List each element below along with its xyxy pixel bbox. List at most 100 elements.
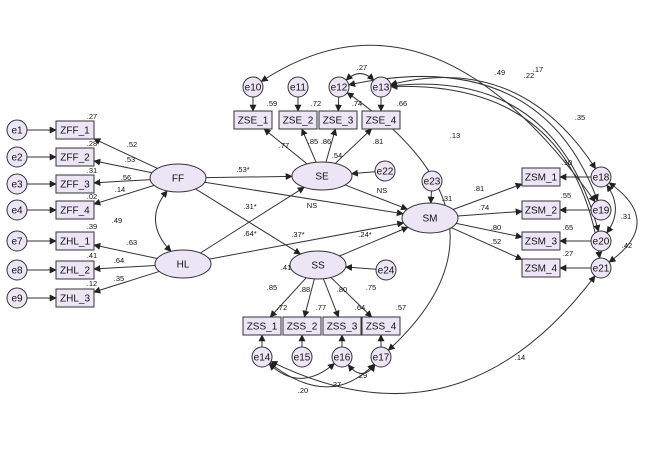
error-e3 xyxy=(6,173,28,195)
error-e14 xyxy=(251,346,273,368)
coef-path-hl-se: .64* xyxy=(243,229,256,238)
coefficient-labels-layer: .27.28.31.02.52.53.56.14.49.39.41.12.63.… xyxy=(87,63,632,395)
indicator-zff-1 xyxy=(55,120,95,140)
error-e4-label: e4 xyxy=(11,206,23,217)
error-e18 xyxy=(590,166,612,188)
error-e13-label: e13 xyxy=(373,83,390,94)
error-e16 xyxy=(331,346,353,368)
latent-ff-label: FF xyxy=(172,174,184,185)
error-e16-label: e16 xyxy=(334,353,351,364)
indicator-zff-2 xyxy=(55,147,95,167)
error-e20-label: e20 xyxy=(593,237,610,248)
error-e15 xyxy=(291,346,313,368)
coef-cov-e12-e19: .49 xyxy=(495,68,505,77)
latent-ss xyxy=(289,250,347,280)
coef-load-ff-zff2: .53 xyxy=(125,155,135,164)
coef-load-se-zse2: .85 xyxy=(308,137,318,146)
error-e13 xyxy=(370,76,392,98)
coef-cov-e14-e16: .20 xyxy=(298,386,308,395)
error-e3-label: e3 xyxy=(11,180,23,191)
coef-cov-e13-e21: .35 xyxy=(575,113,585,122)
coef-r2-zss2: .77 xyxy=(316,303,326,312)
coef-r2-zss4: .57 xyxy=(396,303,406,312)
structural-path-ff-ss xyxy=(195,188,302,255)
indicator-zhl-3-label: ZHL_3 xyxy=(60,294,90,305)
nodes-layer: FFHLSESSSMZFF_1ZFF_2ZFF_3ZFF_4ZHL_1ZHL_2… xyxy=(6,76,612,368)
error-e4 xyxy=(6,199,28,221)
loading-hl-zhl-3 xyxy=(93,270,160,294)
error-e17-label: e17 xyxy=(373,353,390,364)
error-e11-label: e11 xyxy=(290,83,306,94)
coef-r2-zsm1: .10 xyxy=(562,158,572,167)
indicator-zsm-4-label: ZSM_4 xyxy=(525,264,558,275)
coef-path-hl-sm: .37* xyxy=(291,230,304,239)
coef-load-sm-zsm4: .52 xyxy=(491,237,501,246)
coef-r2-zsm4: .27 xyxy=(563,249,573,258)
coef-load-sm-zsm1: .81 xyxy=(474,184,484,193)
indicator-zss-1 xyxy=(242,316,282,336)
error-e1-label: e1 xyxy=(11,126,23,137)
error-e7-label: e7 xyxy=(11,237,23,248)
coef-load-ss-zss4: .75 xyxy=(366,283,376,292)
error-e8-label: e8 xyxy=(11,266,23,277)
coef-r2-zse3: .74 xyxy=(352,99,362,108)
indicator-zff-1-label: ZFF_1 xyxy=(60,126,90,137)
error-e22-label: e22 xyxy=(377,167,394,178)
coef-load-sm-zsm2: .74 xyxy=(479,203,489,212)
coef-load-sm-zsm3: .80 xyxy=(491,223,501,232)
covariance-e14-e21 xyxy=(270,275,596,395)
indicator-zss-2-label: ZSS_2 xyxy=(287,322,318,333)
error-e23-label: e23 xyxy=(424,177,441,188)
error-e10-label: e10 xyxy=(245,83,262,94)
indicator-zse-2-label: ZSE_2 xyxy=(283,116,314,127)
error-e12-label: e12 xyxy=(331,83,348,94)
error-e2-label: e2 xyxy=(11,153,23,164)
indicator-zss-2 xyxy=(282,316,322,336)
coef-r2-zff1: .27 xyxy=(87,112,97,121)
indicator-zhl-1 xyxy=(55,231,95,251)
error-e9 xyxy=(6,287,28,309)
coef-cov-e16-e17: .29 xyxy=(357,371,367,380)
covariance-e12-e13 xyxy=(345,73,375,81)
error-e24 xyxy=(375,259,397,281)
indicator-zsm-4 xyxy=(521,258,561,278)
indicator-zss-3-label: ZSS_3 xyxy=(327,322,358,333)
coef-path-ss-sm: .24* xyxy=(358,230,371,239)
indicator-zss-3 xyxy=(322,316,362,336)
indicator-zhl-2 xyxy=(55,260,95,280)
covariance-e10-e19 xyxy=(260,44,596,203)
loading-sm-zsm-2 xyxy=(457,208,523,217)
coef-load-ff-zff4: .14 xyxy=(115,185,125,194)
coef-r2-zse2: .72 xyxy=(311,99,321,108)
coef-r2-se: .54 xyxy=(332,151,342,160)
coef-r2-zff3: .31 xyxy=(87,166,97,175)
coef-r2-zff2: .28 xyxy=(87,139,97,148)
error-path-e22-se xyxy=(350,169,376,177)
indicator-zse-4-label: ZSE_4 xyxy=(366,116,397,127)
error-e19 xyxy=(590,199,612,221)
error-e12 xyxy=(328,76,350,98)
indicator-zsm-3-label: ZSM_3 xyxy=(525,237,558,248)
error-e2 xyxy=(6,146,28,168)
coef-load-se-zse4: .81 xyxy=(373,137,383,146)
coef-cov-ff-hl: .49 xyxy=(112,216,122,225)
indicator-zff-3-label: ZFF_3 xyxy=(60,180,90,191)
error-e24-label: e24 xyxy=(378,266,395,277)
loading-ff-zff-3 xyxy=(93,179,151,187)
indicator-zss-4-label: ZSS_4 xyxy=(366,322,397,333)
indicator-zff-4 xyxy=(55,200,95,220)
latent-ss-label: SS xyxy=(311,261,325,272)
indicator-zse-3 xyxy=(318,110,358,130)
coef-r2-zse1: .59 xyxy=(267,99,277,108)
error-e9-label: e9 xyxy=(11,294,23,305)
coef-cov-e13-e20: .22 xyxy=(524,71,534,80)
indicator-zsm-3 xyxy=(521,231,561,251)
coef-r2-ss: .41 xyxy=(281,263,291,272)
loading-hl-zhl-2 xyxy=(93,265,156,273)
error-e8 xyxy=(6,259,28,281)
coef-r2-zse4: .66 xyxy=(397,99,407,108)
coef-r2-zss1: .72 xyxy=(277,303,287,312)
coef-load-se-zse3: .86 xyxy=(321,137,331,146)
error-e22 xyxy=(374,160,396,182)
